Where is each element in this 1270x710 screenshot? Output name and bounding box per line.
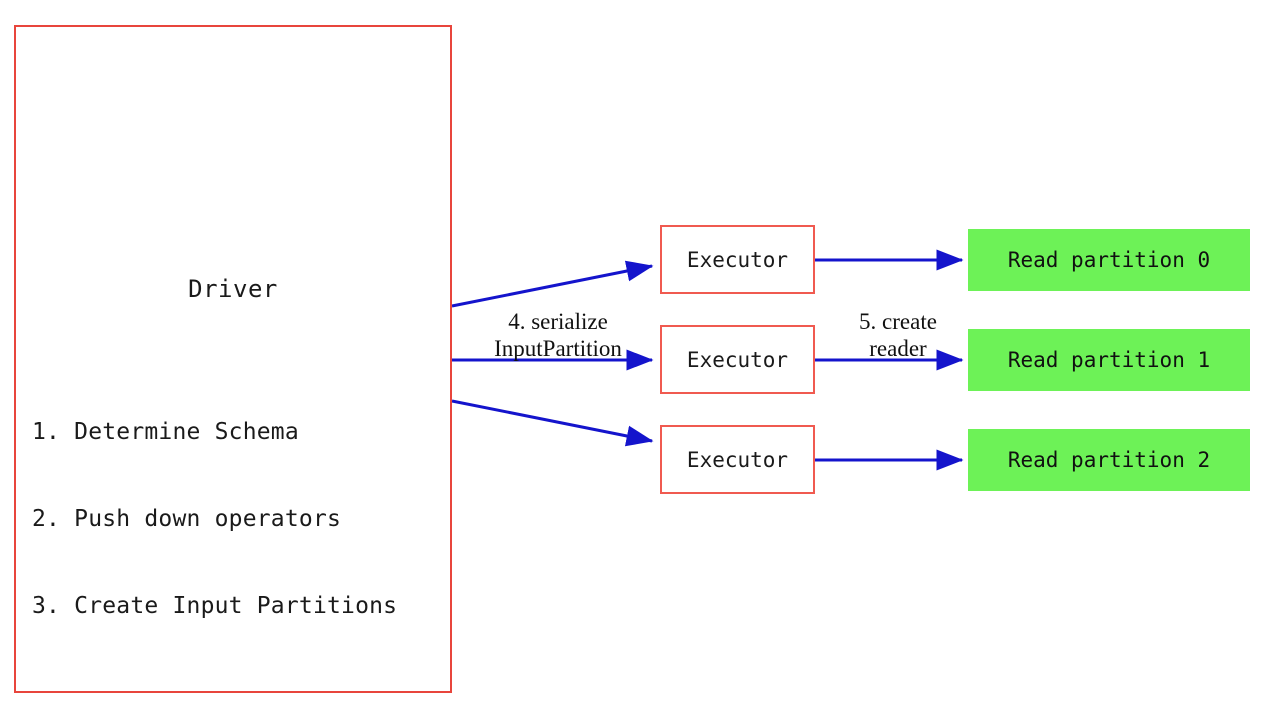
arrow-driver-to-executor-1 <box>451 260 654 308</box>
edge-label-create-reader: 5. create reader <box>828 308 968 362</box>
arrow-driver-to-executor-3 <box>451 399 654 447</box>
executor-node-3: Executor <box>660 425 815 494</box>
driver-title: Driver <box>188 275 278 303</box>
driver-step-2: 2. Push down operators <box>32 506 342 532</box>
edge-label-create-reader-line-2: reader <box>869 336 927 361</box>
executor-node-2: Executor <box>660 325 815 394</box>
driver-step-1: 1. Determine Schema <box>32 419 299 445</box>
driver-node: Driver 1. Determine Schema 2. Push down … <box>14 25 452 693</box>
driver-step-3: 3. Create Input Partitions <box>32 593 398 619</box>
edge-label-serialize: 4. serialize InputPartition <box>458 308 658 362</box>
read-partition-node-1: Read partition 1 <box>968 329 1250 391</box>
edge-label-serialize-line-2: InputPartition <box>494 336 622 361</box>
executor-node-1: Executor <box>660 225 815 294</box>
edge-label-serialize-line-1: 4. serialize <box>508 309 608 334</box>
edge-label-create-reader-line-1: 5. create <box>859 309 937 334</box>
read-partition-node-2: Read partition 2 <box>968 429 1250 491</box>
driver-step-list: 1. Determine Schema 2. Push down operato… <box>32 360 452 679</box>
read-partition-node-0: Read partition 0 <box>968 229 1250 291</box>
